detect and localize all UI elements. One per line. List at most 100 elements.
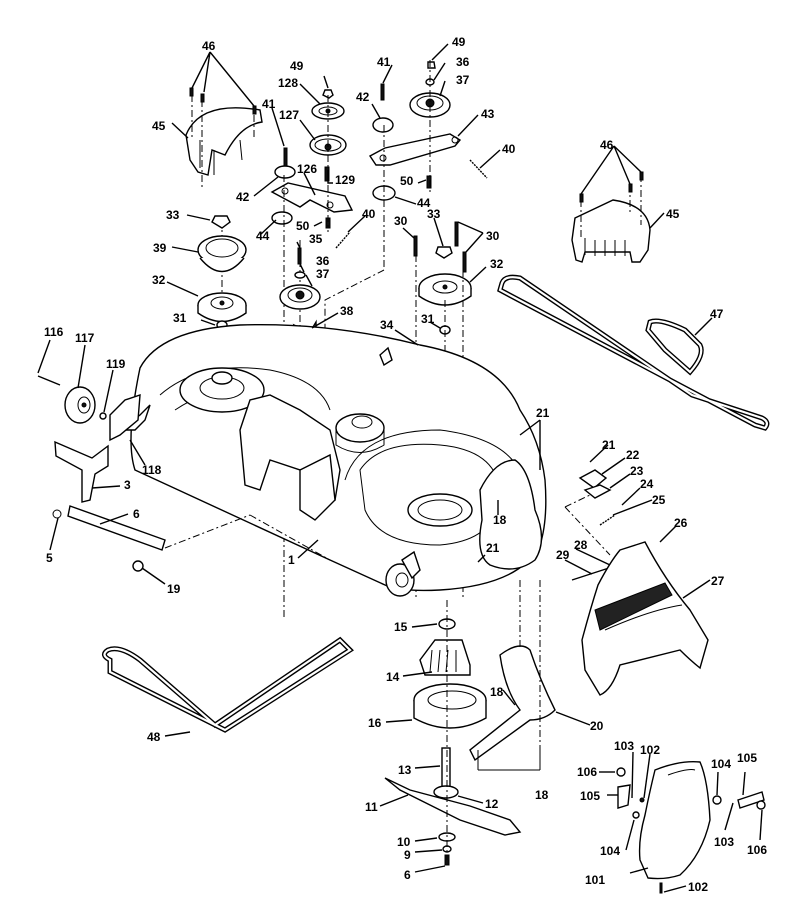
spring-40-lower	[335, 231, 351, 249]
callout-42: 42	[236, 190, 250, 204]
callout-5: 5	[46, 551, 53, 565]
callout-13: 13	[398, 763, 412, 777]
callout-18: 18	[535, 788, 549, 802]
link-6-upper	[67, 505, 166, 551]
callout-102: 102	[688, 880, 708, 894]
clip-5	[52, 509, 62, 519]
callout-37: 37	[456, 73, 470, 87]
callout-40: 40	[362, 207, 376, 221]
gauge-wheel-117	[64, 386, 96, 424]
callout-102: 102	[640, 743, 660, 757]
spindle-guard-16	[413, 683, 487, 729]
callout-24: 24	[640, 477, 654, 491]
discharge-chute-27	[581, 541, 709, 696]
bolt-50-right	[426, 175, 432, 189]
nut-119	[99, 412, 107, 420]
hinge-105-right	[737, 791, 765, 809]
callout-129: 129	[335, 173, 355, 187]
callout-32: 32	[490, 257, 504, 271]
washer-104-right	[712, 795, 722, 805]
washer-36-lower	[294, 271, 306, 279]
bolt-116	[37, 375, 61, 386]
callout-31: 31	[421, 312, 435, 326]
bolt-19	[132, 560, 144, 572]
callout-21: 21	[486, 541, 500, 555]
drive-belt-48	[102, 636, 354, 733]
callout-103: 103	[614, 739, 634, 753]
callout-27: 27	[711, 574, 725, 588]
callout-46: 46	[202, 39, 216, 53]
callout-39: 39	[153, 241, 167, 255]
callout-42: 42	[356, 90, 370, 104]
washer-42-right	[372, 117, 394, 133]
deck-belt-47	[497, 274, 770, 431]
callout-14: 14	[386, 670, 400, 684]
hinge-105-left	[617, 784, 631, 809]
callout-40: 40	[502, 142, 516, 156]
callout-20: 20	[590, 719, 604, 733]
callout-106: 106	[577, 765, 597, 779]
callout-12: 12	[485, 797, 499, 811]
callout-48: 48	[147, 730, 161, 744]
callout-19: 19	[167, 582, 181, 596]
callout-104: 104	[600, 844, 620, 858]
callout-11: 11	[365, 800, 378, 814]
callout-10: 10	[397, 835, 411, 849]
callout-15: 15	[394, 620, 408, 634]
callout-105: 105	[737, 751, 757, 765]
bolt-41-left	[283, 147, 288, 167]
spring-25	[599, 514, 616, 526]
idler-arm-43	[368, 133, 462, 166]
callout-45: 45	[666, 207, 680, 221]
callout-18: 18	[490, 685, 504, 699]
bolt-30-left	[413, 235, 418, 257]
callout-126: 126	[297, 162, 317, 176]
pin-102-lower	[659, 882, 663, 894]
callout-118: 118	[142, 463, 162, 477]
callout-16: 16	[368, 716, 382, 730]
callout-116: 116	[44, 325, 64, 339]
callout-49: 49	[290, 59, 304, 73]
washer-104-left	[632, 811, 640, 819]
spindle-collar-12	[433, 785, 459, 799]
nut-49-top	[322, 89, 334, 99]
callout-47: 47	[710, 307, 724, 321]
callout-18: 18	[493, 513, 507, 527]
pulley-32-left	[197, 292, 247, 323]
callout-23: 23	[630, 464, 644, 478]
leader-lines	[37, 43, 763, 893]
washer-106-left	[616, 767, 626, 777]
bolt-129	[324, 166, 330, 182]
callout-43: 43	[481, 107, 495, 121]
pulley-39	[197, 235, 247, 273]
callout-35: 35	[309, 232, 323, 246]
gauge-bracket-3	[54, 440, 109, 503]
belt-shield-left	[185, 87, 263, 190]
callout-32: 32	[152, 273, 166, 287]
washer-106-right	[756, 800, 766, 810]
callout-21: 21	[536, 406, 550, 420]
bolt-35	[297, 247, 302, 265]
callout-3: 3	[124, 478, 131, 492]
callout-31: 31	[173, 311, 187, 325]
callout-30: 30	[394, 214, 408, 228]
callout-128: 128	[278, 76, 298, 90]
nut-33-right	[435, 246, 453, 259]
callout-41: 41	[262, 97, 276, 111]
spring-40-upper	[469, 159, 488, 179]
callout-33: 33	[166, 208, 180, 222]
idler-pulley-37-lower	[279, 284, 321, 310]
deflector-101	[638, 760, 711, 880]
mower-deck-housing	[117, 323, 547, 597]
callout-21: 21	[602, 438, 616, 452]
callout-105: 105	[580, 789, 600, 803]
callout-6: 6	[404, 868, 411, 882]
callout-49: 49	[452, 35, 466, 49]
callout-46: 46	[600, 138, 614, 152]
pivot-23	[583, 484, 612, 499]
callout-103: 103	[714, 835, 734, 849]
callout-labels: 46 45 49 128 127 41 42 126 129 41 42 49 …	[44, 35, 767, 894]
callout-106: 106	[747, 843, 767, 857]
callout-22: 22	[626, 448, 640, 462]
